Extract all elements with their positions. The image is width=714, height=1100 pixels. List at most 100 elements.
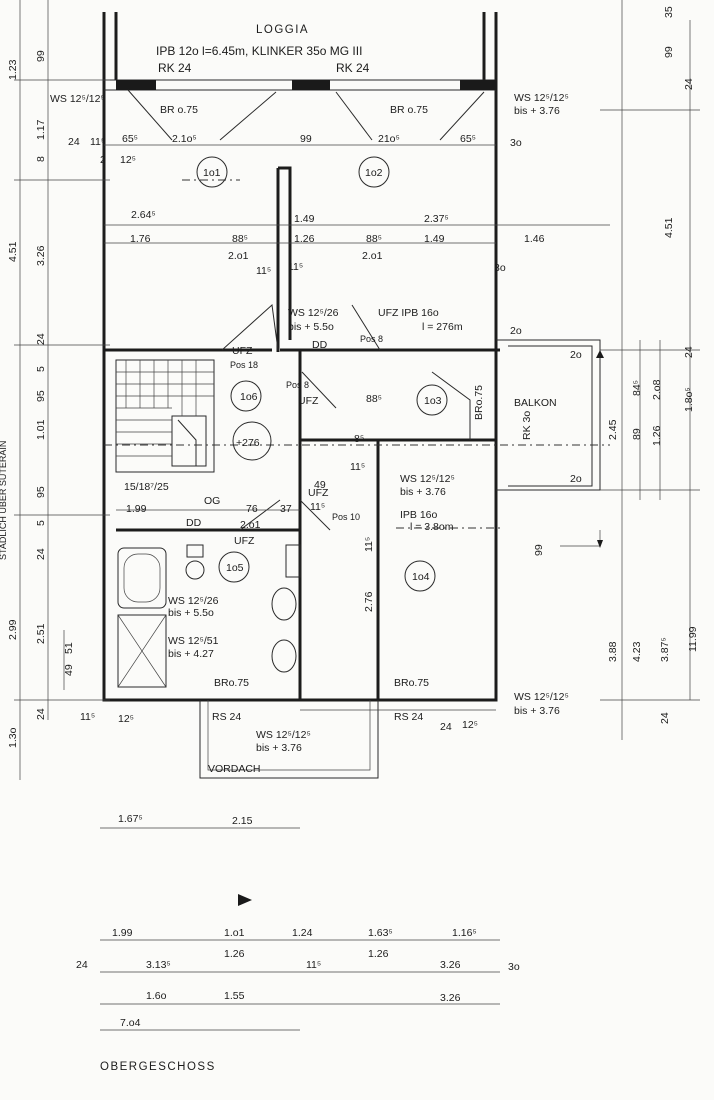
ws-center-bis: bis + 5.5o <box>288 321 334 333</box>
dimension-label: 1.99 <box>112 927 133 939</box>
dimension-label: 2 <box>100 154 106 166</box>
dimension-label: 2.o1 <box>240 519 261 531</box>
dimension-label: 8 <box>35 156 47 162</box>
dimension-label: 2.o1 <box>228 250 249 262</box>
dimension-label: UFZ <box>234 535 255 547</box>
dimension-label: 24 <box>35 548 47 560</box>
ws-mid-right-bis: bis + 3.76 <box>400 486 446 498</box>
dimension-label: 1.63⁵ <box>368 927 393 939</box>
dimension-label: 21o⁵ <box>378 133 400 145</box>
balcony-label: BALKON <box>514 397 557 409</box>
room-106: 1o6 <box>240 391 258 403</box>
dimension-label: 24 <box>683 78 695 90</box>
dimension-label: 37 <box>280 503 292 515</box>
dimension-label: 11⁵ <box>310 501 325 513</box>
dimension-label: UFZ <box>308 487 329 499</box>
dimension-label: 3.26 <box>35 245 47 266</box>
bath-fixtures <box>117 544 301 688</box>
dimension-label: 11⁵ <box>256 265 271 277</box>
dimension-label: 24 <box>683 346 695 358</box>
dimension-label: 76 <box>246 503 258 515</box>
door-swings <box>127 89 485 531</box>
floor-title: OBERGESCHOSS <box>100 1061 216 1073</box>
dimension-label: 1.49 <box>424 233 445 245</box>
dimension-label: 99 <box>300 133 312 145</box>
dimension-label: 2.15 <box>232 815 253 827</box>
dimension-label: 2.1o⁵ <box>172 133 197 145</box>
dimension-label: 2o <box>570 349 582 361</box>
dimension-label: DD <box>186 517 202 529</box>
dimension-label: 3.26 <box>440 992 461 1004</box>
dimension-label: 2o <box>510 325 522 337</box>
dimension-label: 11⁵ <box>350 461 365 473</box>
dimension-label: 1.16⁵ <box>452 927 477 939</box>
dimension-label: 12⁵ <box>462 719 478 731</box>
dimension-label: 1.49 <box>294 213 315 225</box>
dimension-label: 49 <box>63 664 75 676</box>
loggia-spec: IPB 12o l=6.45m, KLINKER 35o MG III <box>156 44 362 58</box>
ws-vordach-bis: bis + 3.76 <box>256 742 302 754</box>
dimension-label: 35 <box>663 6 675 18</box>
ws-top-right-bis: bis + 3.76 <box>514 105 560 117</box>
walls <box>102 12 601 779</box>
dimension-label: 1.76 <box>130 233 151 245</box>
dimension-label: 1.01 <box>35 419 47 440</box>
sink-1 <box>271 587 297 621</box>
dimension-label: 24 <box>35 333 47 345</box>
dimension-label: 3o <box>508 961 520 973</box>
dimension-label: 1.23 <box>7 59 19 80</box>
dimension-label: 99 <box>35 50 47 62</box>
dimension-label: RS 24 <box>212 711 241 723</box>
dimension-label: 4.51 <box>663 217 675 238</box>
dimension-label: UFZ <box>298 395 319 407</box>
dimension-label: 11⁵ <box>80 711 95 723</box>
dimension-label: UFZ <box>232 345 253 357</box>
dimension-label: OG <box>204 495 220 507</box>
ufz-ipb: UFZ IPB 16o <box>378 307 439 319</box>
dimension-label: 1.24 <box>292 927 313 939</box>
dimension-label: 11⁵ <box>306 959 321 971</box>
dimension-label: RK 3o <box>521 411 533 440</box>
dimension-label: 24 <box>659 712 671 724</box>
dimension-label: 11⁵ <box>288 261 303 273</box>
dimension-label: BRo.75 <box>473 385 485 420</box>
dimension-label: Pos 8 <box>360 334 383 344</box>
ipb-length: l = 276m <box>422 321 463 333</box>
labels: LOGGIA IPB 12o l=6.45m, KLINKER 35o MG I… <box>0 6 699 1073</box>
dimension-label: 4.51 <box>7 241 19 262</box>
dimension-label: 99 <box>533 544 545 556</box>
dimension-label: Pos 10 <box>332 512 360 522</box>
dimension-label: 1.55 <box>224 990 245 1002</box>
rk-left: RK 24 <box>158 61 192 75</box>
ipb-mid: IPB 16o <box>400 509 438 521</box>
sink-2 <box>271 639 297 673</box>
dimension-label: 1.6o <box>146 990 167 1002</box>
dimension-label: 89 <box>631 428 643 440</box>
dimension-label: 8⁵ <box>354 433 364 445</box>
dimension-label: 65⁵ <box>460 133 476 145</box>
dimension-label: 24 <box>68 136 80 148</box>
dimension-label: 2.51 <box>35 623 47 644</box>
ws-top-left: WS 12⁵/12⁵ <box>50 93 105 105</box>
ws-mid-right: WS 12⁵/12⁵ <box>400 473 455 485</box>
vordach-label: VORDACH <box>208 763 261 775</box>
rk-right: RK 24 <box>336 61 370 75</box>
room-104: 1o4 <box>412 571 430 583</box>
dimension-label: 24 <box>76 959 88 971</box>
dimension-label: 24 <box>35 708 47 720</box>
dimension-label: 65⁵ <box>122 133 138 145</box>
room-103: 1o3 <box>424 395 442 407</box>
dimension-label: 1.46 <box>524 233 545 245</box>
dimension-label: 1.26 <box>368 948 389 960</box>
dimension-label: 5 <box>35 520 47 526</box>
staircase <box>115 359 215 473</box>
level-marker: +276 <box>236 437 260 449</box>
ws-bath1: WS 12⁵/26 <box>168 595 219 607</box>
dimension-label: 2.99 <box>7 619 19 640</box>
ws-top-right: WS 12⁵/12⁵ <box>514 92 569 104</box>
dimension-label: 2.45 <box>607 419 619 440</box>
dimension-label: BRo.75 <box>214 677 249 689</box>
dimension-label: 95 <box>35 486 47 498</box>
dimension-label: 3.13⁵ <box>146 959 171 971</box>
dimension-label: 11⁵ <box>90 136 105 148</box>
